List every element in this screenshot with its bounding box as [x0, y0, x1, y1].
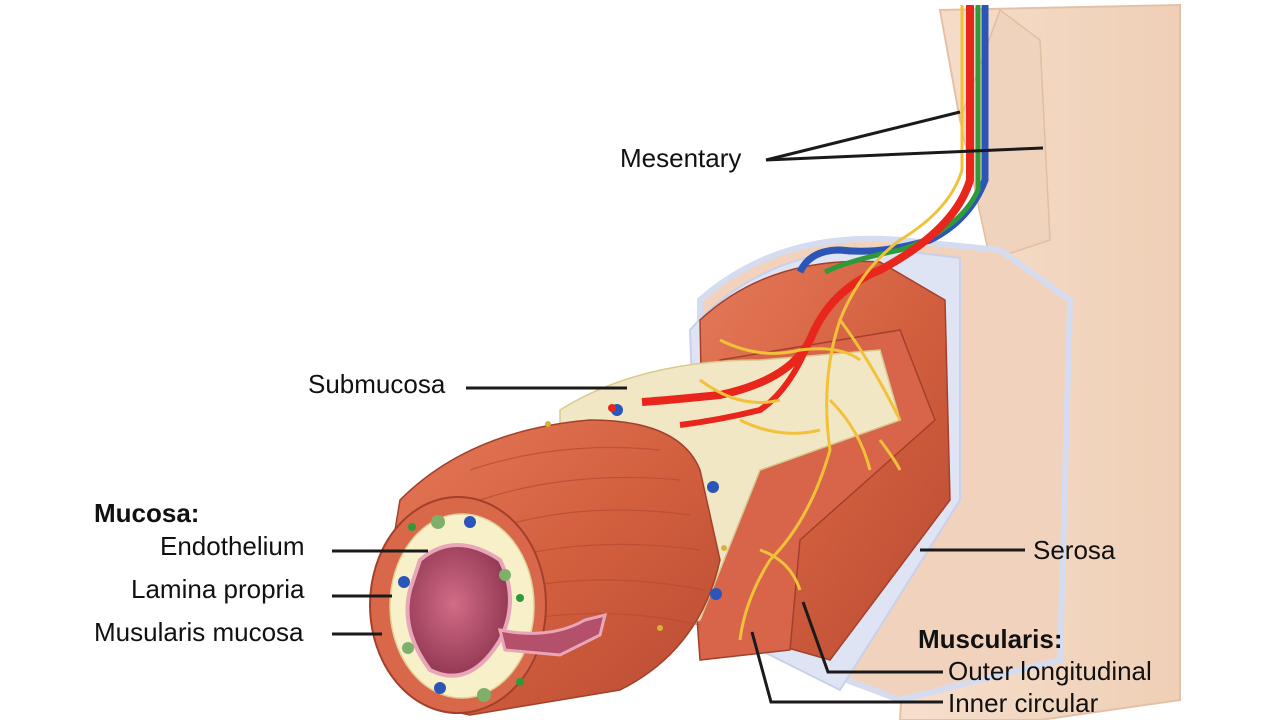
leader-outer-longitudinal — [801, 601, 943, 674]
label-outer-longitudinal: Outer longitudinal — [948, 656, 1152, 686]
label-lamina-propria: Lamina propria — [131, 574, 305, 604]
lymph-vessel — [823, 5, 981, 275]
artery — [641, 5, 974, 406]
lumen — [405, 543, 512, 678]
label-inner-circular: Inner circular — [948, 688, 1099, 718]
leader-mesentary-2 — [765, 146, 1044, 162]
leader-inner-circular — [750, 631, 943, 704]
nerves — [699, 5, 964, 641]
submucosa-vessel-dots — [545, 404, 727, 631]
label-mucosa-header: Mucosa: — [94, 498, 200, 528]
label-endothelium: Endothelium — [160, 531, 305, 561]
villus — [497, 612, 608, 657]
label-mesentary: Mesentary — [620, 143, 742, 173]
label-muscularis-mucosa: Musularis mucosa — [94, 617, 304, 647]
label-serosa: Serosa — [1033, 535, 1116, 565]
label-submucosa: Submucosa — [308, 369, 446, 399]
leader-mesentary-1 — [765, 110, 961, 162]
artery-branch — [679, 338, 813, 428]
label-muscularis-header: Muscularis: — [918, 624, 1063, 654]
leader-lines — [332, 110, 1044, 704]
lamina-dots — [398, 515, 524, 702]
